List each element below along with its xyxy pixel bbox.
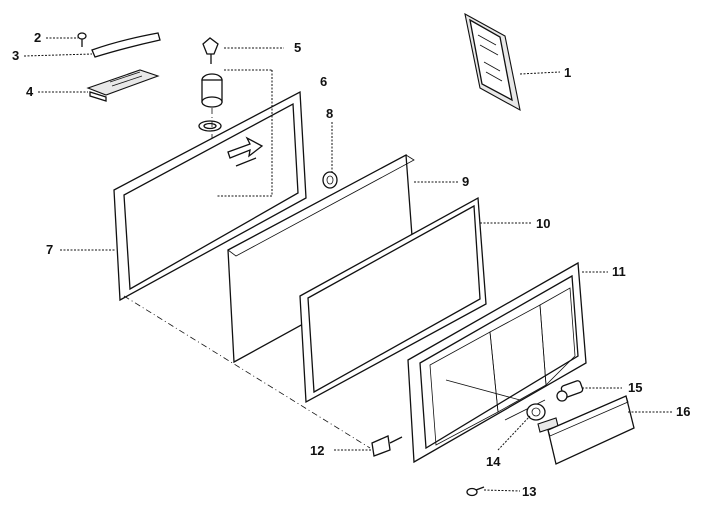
callout-5: 5 [294,40,301,55]
callout-3: 3 [12,48,19,63]
callout-6: 6 [320,74,327,89]
leader-lines [23,37,672,492]
callout-1: 1 [564,65,571,80]
part-12-bracket [371,435,403,457]
callout-9: 9 [462,174,469,189]
part-16-lens-cover [547,395,635,465]
callout-12: 12 [310,443,324,458]
callout-8: 8 [326,106,333,121]
part-7-door-frame [113,90,307,302]
callout-13: 13 [522,484,536,499]
callout-15: 15 [628,380,642,395]
callout-14: 14 [486,454,501,469]
callout-7: 7 [46,242,53,257]
part-10-door-gasket [299,196,487,404]
part-8-grommet [322,171,338,189]
part-4-handle [86,69,160,102]
part-13-screw [466,486,485,497]
part-2-screw [77,32,87,47]
part-1-label-plate [464,12,521,112]
part-5-key [202,37,219,64]
callout-16: 16 [676,404,690,419]
callout-11: 11 [612,264,626,279]
callout-10: 10 [536,216,550,231]
callout-2: 2 [34,30,41,45]
callout-4: 4 [26,84,34,99]
callout-numbers: 1 2 3 4 5 6 7 8 9 10 11 12 13 14 15 16 [12,30,690,499]
part-3-trim-strip [91,32,161,58]
alignment-line [123,295,371,449]
part-15-lamp-socket [556,380,584,402]
part-11-inner-liner [407,261,587,464]
